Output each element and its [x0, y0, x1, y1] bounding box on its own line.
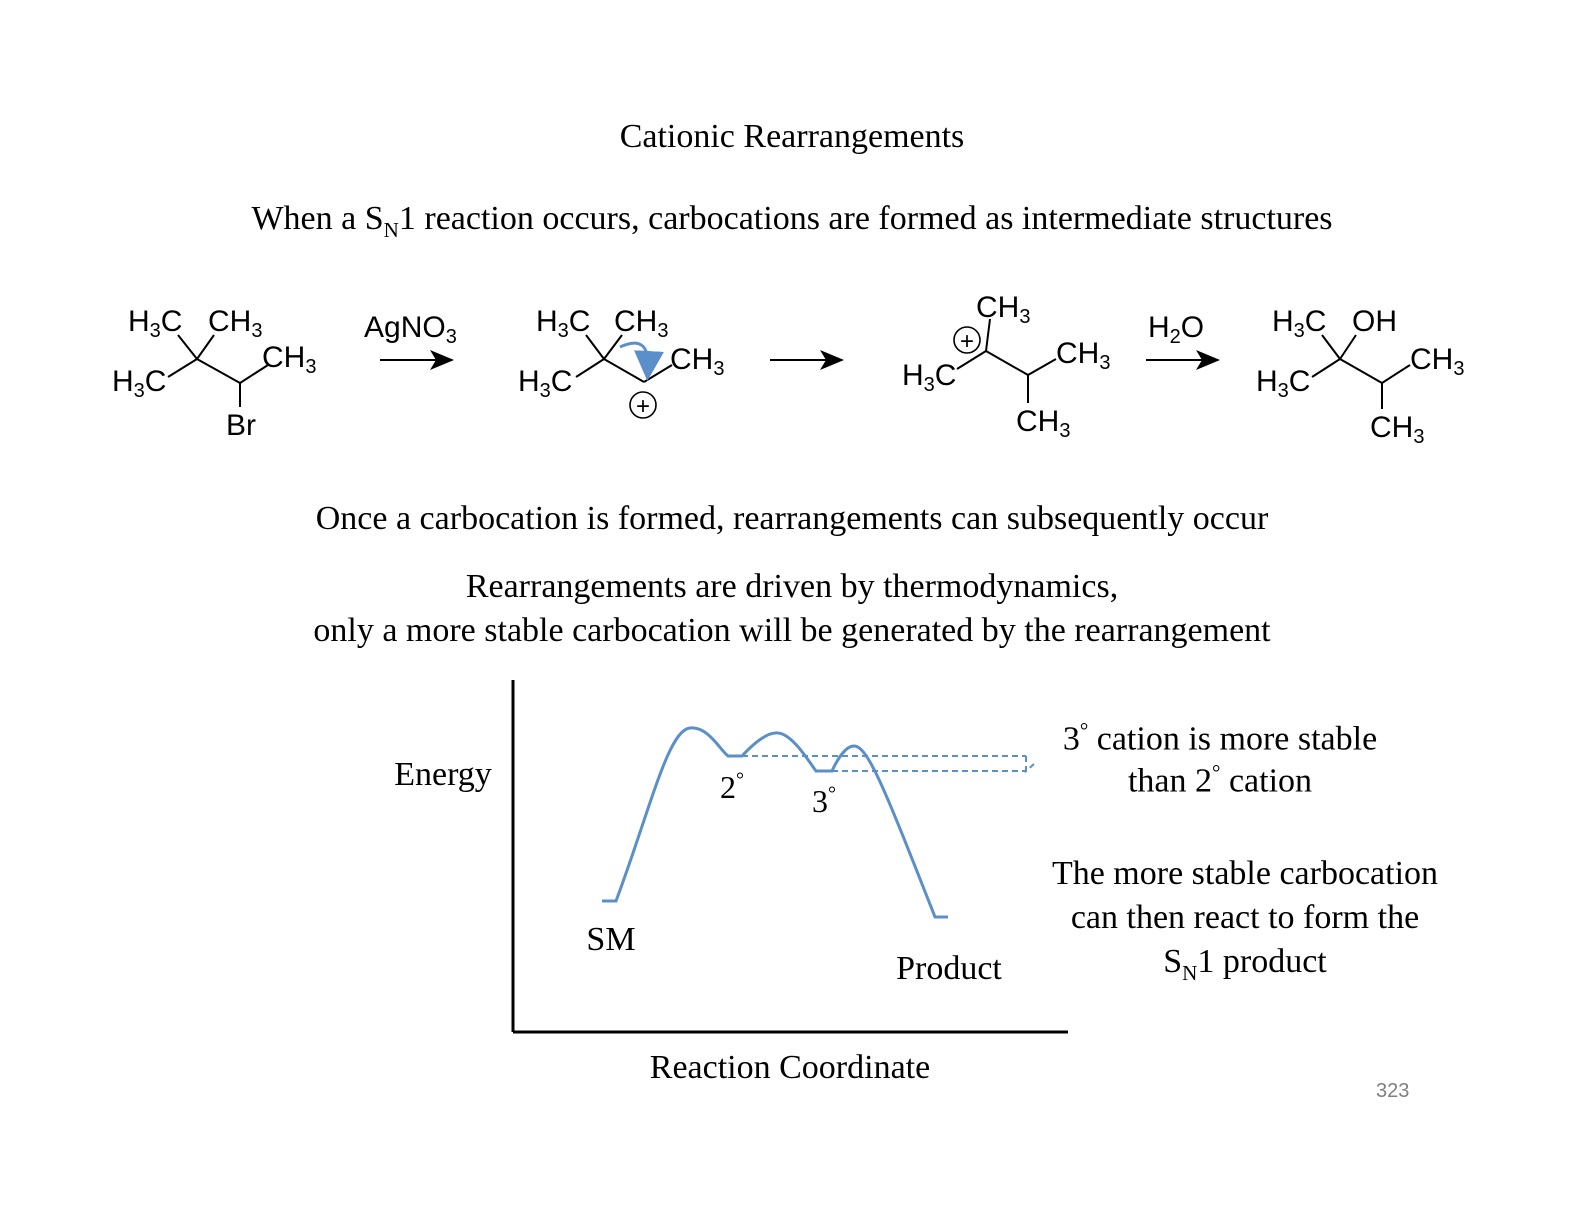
sm-h3c-left: H3C	[112, 365, 166, 402]
prod-h3c-left: H3C	[1256, 365, 1310, 402]
sm-ch3-top: CH3	[208, 305, 262, 342]
energy-dashed-guide	[742, 755, 1035, 774]
intro-text: When a SN1 reaction occurs, carbocations…	[0, 200, 1584, 243]
cat2-h3c-top: H3C	[536, 305, 590, 342]
prod-ch3-bottom: CH3	[1370, 411, 1424, 448]
sm-h3c-top: H3C	[128, 305, 182, 342]
reaction-arrow-1: AgNO3	[364, 311, 457, 370]
cat3-ch3-bottom: CH3	[1016, 405, 1070, 442]
plus-sign-2: +	[636, 393, 650, 420]
plus-charge-icon	[629, 391, 657, 419]
product-note: The more stable carbocation can then rea…	[1030, 852, 1460, 995]
x-axis-label: Reaction Coordinate	[650, 1049, 930, 1086]
cat2-h3c-left: H3C	[518, 365, 572, 402]
starting-material-molecule: H3C CH3 CH3 H3C Br	[112, 305, 316, 442]
slide-title: Cationic Rearrangements	[619, 118, 965, 155]
plus-sign-3: +	[960, 328, 974, 355]
energy-diagram: Energy Reaction Coordinate SM 2° 3° Prod…	[394, 680, 1068, 1086]
prod-oh: OH	[1352, 305, 1397, 338]
stability-note-line1: 3° cation is more stable	[1062, 718, 1378, 758]
prod-h3c-top: H3C	[1272, 305, 1326, 342]
plus-charge-icon	[953, 326, 981, 354]
intro-sub: N	[383, 217, 399, 242]
driven-text-line2: only a more stable carbocation will be g…	[313, 612, 1271, 649]
page-number: 323	[1376, 1080, 1410, 1102]
reaction-arrow-3: H2O	[1146, 311, 1220, 370]
intro-post: 1 reaction occurs, carbocations are form…	[398, 200, 1333, 237]
reagent-agno3: AgNO3	[364, 311, 457, 348]
cat3-ch3-right: CH3	[1056, 337, 1110, 374]
sm-ch3-right: CH3	[262, 341, 316, 378]
once-text: Once a carbocation is formed, rearrangem…	[315, 500, 1269, 537]
tertiary-cation-molecule: CH3 CH3 H3C CH3 +	[902, 291, 1110, 442]
stability-note: 3° cation is more stable than 2° cation	[1040, 718, 1400, 801]
product-note-line3: SN1 product	[1163, 943, 1327, 985]
sm-label: SM	[586, 921, 635, 958]
product-note-line2: can then react to form the	[1070, 899, 1420, 936]
reaction-scheme: H3C CH3 CH3 H3C Br AgNO3 H3C CH3 CH3 H3C…	[112, 291, 1464, 448]
secondary-label: 2°	[720, 769, 744, 805]
cat3-h3c-left: H3C	[902, 359, 956, 396]
driven-text-line1: Rearrangements are driven by thermodynam…	[465, 568, 1119, 605]
tertiary-label: 3°	[812, 783, 836, 819]
secondary-cation-molecule: H3C CH3 CH3 H3C +	[518, 305, 724, 420]
y-axis-label: Energy	[394, 756, 492, 793]
reagent-h2o: H2O	[1148, 311, 1204, 348]
product-note-line1: The more stable carbocation	[1051, 855, 1439, 892]
methyl-shift-arrow	[619, 341, 664, 381]
cat2-ch3-right: CH3	[670, 343, 724, 380]
intro-pre: When a S	[251, 200, 384, 237]
prod-ch3-right: CH3	[1410, 343, 1464, 380]
product-label: Product	[896, 950, 1002, 987]
cat2-ch3-top: CH3	[614, 305, 668, 342]
stability-note-line2: than 2° cation	[1127, 760, 1313, 800]
sm-br: Br	[226, 409, 256, 442]
cat3-ch3-top: CH3	[976, 291, 1030, 328]
product-molecule: H3C OH CH3 H3C CH3	[1256, 305, 1464, 448]
